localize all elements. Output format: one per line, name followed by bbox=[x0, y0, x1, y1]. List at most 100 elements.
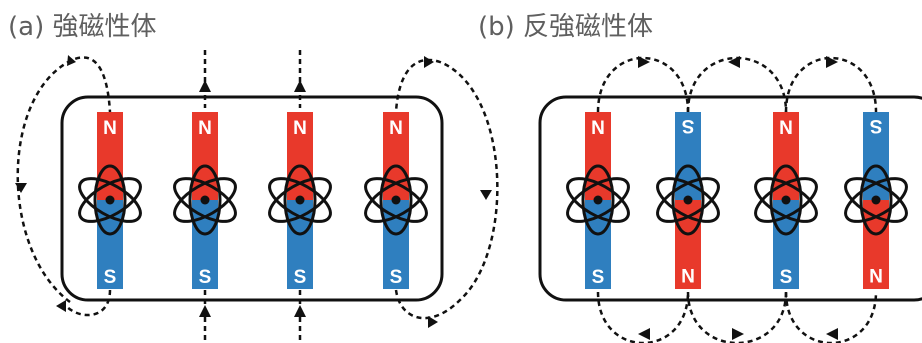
atom-orbit bbox=[173, 177, 237, 223]
arrowhead bbox=[638, 56, 650, 68]
atom-orbit bbox=[566, 177, 630, 223]
magnet-bottom-half bbox=[675, 200, 701, 289]
field-loop-left-bottom bbox=[65, 289, 112, 317]
arrowhead bbox=[199, 305, 211, 317]
atom-orbit bbox=[379, 164, 413, 236]
arrowhead bbox=[480, 190, 492, 200]
magnet-bottom-half bbox=[97, 200, 123, 289]
bar-magnet: SN bbox=[844, 112, 908, 289]
atom-icon bbox=[656, 164, 720, 236]
pole-label-bottom: N bbox=[681, 264, 695, 285]
bar-magnet: SN bbox=[656, 112, 720, 289]
atom-orbit bbox=[859, 164, 893, 236]
arrowhead bbox=[294, 305, 306, 317]
pole-label-top: N bbox=[779, 118, 793, 139]
atom-icon bbox=[844, 164, 908, 236]
atom-orbit bbox=[754, 177, 818, 223]
atom-icon bbox=[268, 164, 332, 236]
atom-orbit bbox=[268, 177, 332, 223]
arrowhead bbox=[638, 328, 650, 340]
atom-nucleus bbox=[683, 195, 693, 205]
arrowhead bbox=[15, 183, 27, 193]
atom-nucleus bbox=[593, 195, 603, 205]
atom-icon bbox=[173, 164, 237, 236]
atom-orbit bbox=[566, 177, 630, 223]
magnet-top-half bbox=[97, 112, 123, 200]
magnet-bottom-half bbox=[287, 200, 313, 289]
bar-magnet: NS bbox=[78, 112, 142, 289]
arrowhead bbox=[428, 316, 438, 328]
pole-label-top: S bbox=[870, 115, 883, 136]
arrowhead bbox=[56, 300, 66, 312]
bar-magnet: NS bbox=[754, 112, 818, 289]
pole-label-bottom: N bbox=[869, 264, 883, 285]
atom-orbit bbox=[754, 177, 818, 223]
pole-label-top: N bbox=[103, 118, 117, 139]
panel-b-sample-outline bbox=[538, 95, 922, 302]
pole-label-top: N bbox=[198, 118, 212, 139]
bar-magnet: NS bbox=[364, 112, 428, 289]
atom-nucleus bbox=[391, 195, 401, 205]
atom-nucleus bbox=[295, 195, 305, 205]
atom-icon bbox=[78, 164, 142, 236]
pole-label-bottom: S bbox=[780, 267, 793, 288]
atom-orbit bbox=[364, 177, 428, 223]
atom-orbit bbox=[78, 177, 142, 223]
arrowhead bbox=[732, 328, 744, 340]
arrowhead bbox=[199, 80, 211, 92]
atom-orbit bbox=[581, 164, 615, 236]
field-arch-top bbox=[596, 56, 690, 113]
magnet-top-half bbox=[287, 112, 313, 200]
magnet-bottom-half bbox=[773, 200, 799, 289]
panel-a-sample-outline bbox=[60, 95, 444, 302]
bar-magnet: NS bbox=[173, 112, 237, 289]
magnet-bottom-half bbox=[383, 200, 409, 289]
magnet-bottom-half bbox=[192, 200, 218, 289]
arrowhead bbox=[728, 56, 740, 68]
field-arch-bottom bbox=[686, 291, 788, 343]
magnet-top-half bbox=[383, 112, 409, 200]
arrowhead bbox=[294, 80, 306, 92]
magnet-top-half bbox=[585, 112, 611, 200]
atom-icon bbox=[566, 164, 630, 236]
field-loop-left bbox=[16, 56, 112, 304]
atom-orbit bbox=[188, 164, 222, 236]
magnet-top-half bbox=[863, 112, 889, 200]
pole-label-bottom: S bbox=[592, 267, 605, 288]
pole-label-top: N bbox=[591, 118, 605, 139]
arrowhead bbox=[826, 56, 838, 68]
pole-label-bottom: S bbox=[390, 267, 403, 288]
atom-nucleus bbox=[781, 195, 791, 205]
atom-orbit bbox=[656, 177, 720, 223]
field-arch-top bbox=[784, 56, 878, 113]
atom-orbit bbox=[283, 164, 317, 236]
pole-label-top: S bbox=[682, 115, 695, 136]
atom-orbit bbox=[769, 164, 803, 236]
atom-orbit bbox=[173, 177, 237, 223]
pole-label-bottom: S bbox=[199, 267, 212, 288]
magnet-bottom-half bbox=[585, 200, 611, 289]
bar-magnet: NS bbox=[566, 112, 630, 289]
atom-orbit bbox=[268, 177, 332, 223]
atom-orbit bbox=[656, 177, 720, 223]
arrowhead bbox=[424, 56, 434, 68]
pole-label-top: N bbox=[293, 118, 307, 139]
atom-orbit bbox=[671, 164, 705, 236]
atom-nucleus bbox=[871, 195, 881, 205]
arrowhead bbox=[826, 328, 838, 340]
pole-label-bottom: S bbox=[104, 267, 117, 288]
magnet-bottom-half bbox=[863, 200, 889, 289]
atom-orbit bbox=[93, 164, 127, 236]
magnet-top-half bbox=[192, 112, 218, 200]
arrowhead bbox=[67, 55, 76, 66]
atom-nucleus bbox=[200, 195, 210, 205]
bar-magnet: NS bbox=[268, 112, 332, 289]
pole-label-top: N bbox=[389, 118, 403, 139]
atom-orbit bbox=[78, 177, 142, 223]
atom-orbit bbox=[844, 177, 908, 223]
